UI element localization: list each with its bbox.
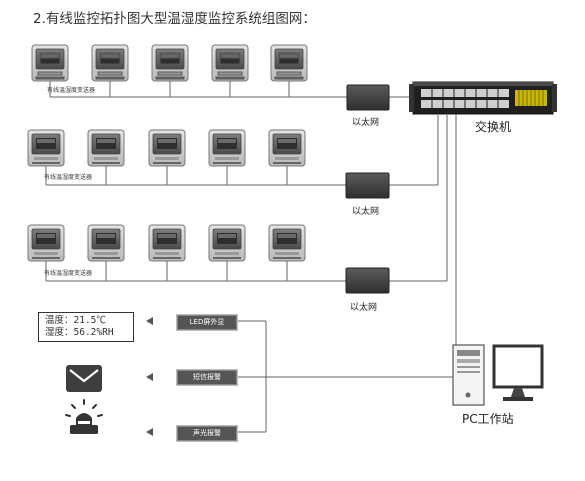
transmitter-row-1 [31, 44, 308, 82]
sms-alarm-button[interactable]: 短信报警 [177, 370, 237, 385]
switch-label: 交换机 [475, 120, 512, 134]
transmitter-icon [208, 224, 246, 262]
transmitter-icon [87, 224, 125, 262]
ethernet-label: 以太网 [352, 118, 380, 128]
transmitter-icon [151, 44, 189, 82]
switch-icon [409, 81, 557, 115]
transmitter-icon [208, 129, 246, 167]
transmitter-icon [31, 44, 69, 82]
transmitter-caption: 有线温湿度变送器 [44, 270, 93, 277]
ethernet-converter-icon [346, 84, 390, 111]
ethernet-converter-icon [345, 172, 390, 199]
transmitter-row-2 [27, 129, 306, 167]
transmitter-icon [27, 224, 65, 262]
transmitter-icon [148, 129, 186, 167]
transmitter-caption: 有线温湿度变送器 [47, 87, 96, 94]
envelope-icon [66, 365, 102, 392]
lcd-display: 温度：21.5℃ 湿度：56.2%RH [38, 312, 134, 342]
transmitter-row-3 [27, 224, 306, 262]
alarm-light-icon [65, 399, 103, 434]
transmitter-icon [268, 129, 306, 167]
lcd-temperature: 温度：21.5℃ [45, 315, 106, 326]
transmitter-icon [268, 224, 306, 262]
computer-icon [452, 344, 544, 406]
transmitter-icon [148, 224, 186, 262]
page-title: 2.有线监控拓扑图大型温湿度监控系统组图网： [33, 11, 316, 27]
transmitter-icon [91, 44, 129, 82]
transmitter-icon [87, 129, 125, 167]
lcd-humidity: 湿度：56.2%RH [45, 327, 114, 338]
row-wiring [45, 81, 457, 433]
arrow-left-icon [146, 317, 153, 436]
ethernet-label: 以太网 [350, 303, 378, 313]
sound-light-alarm-button[interactable]: 声光报警 [177, 426, 237, 441]
led-display-button[interactable]: LED屏外显 [177, 315, 237, 330]
ethernet-converter-icon [345, 267, 390, 294]
pc-workstation-label: PC工作站 [462, 412, 514, 426]
transmitter-icon [270, 44, 308, 82]
transmitter-icon [27, 129, 65, 167]
ethernet-label: 以太网 [352, 207, 380, 217]
transmitter-caption: 有线温湿度变送器 [44, 174, 93, 181]
transmitter-icon [211, 44, 249, 82]
